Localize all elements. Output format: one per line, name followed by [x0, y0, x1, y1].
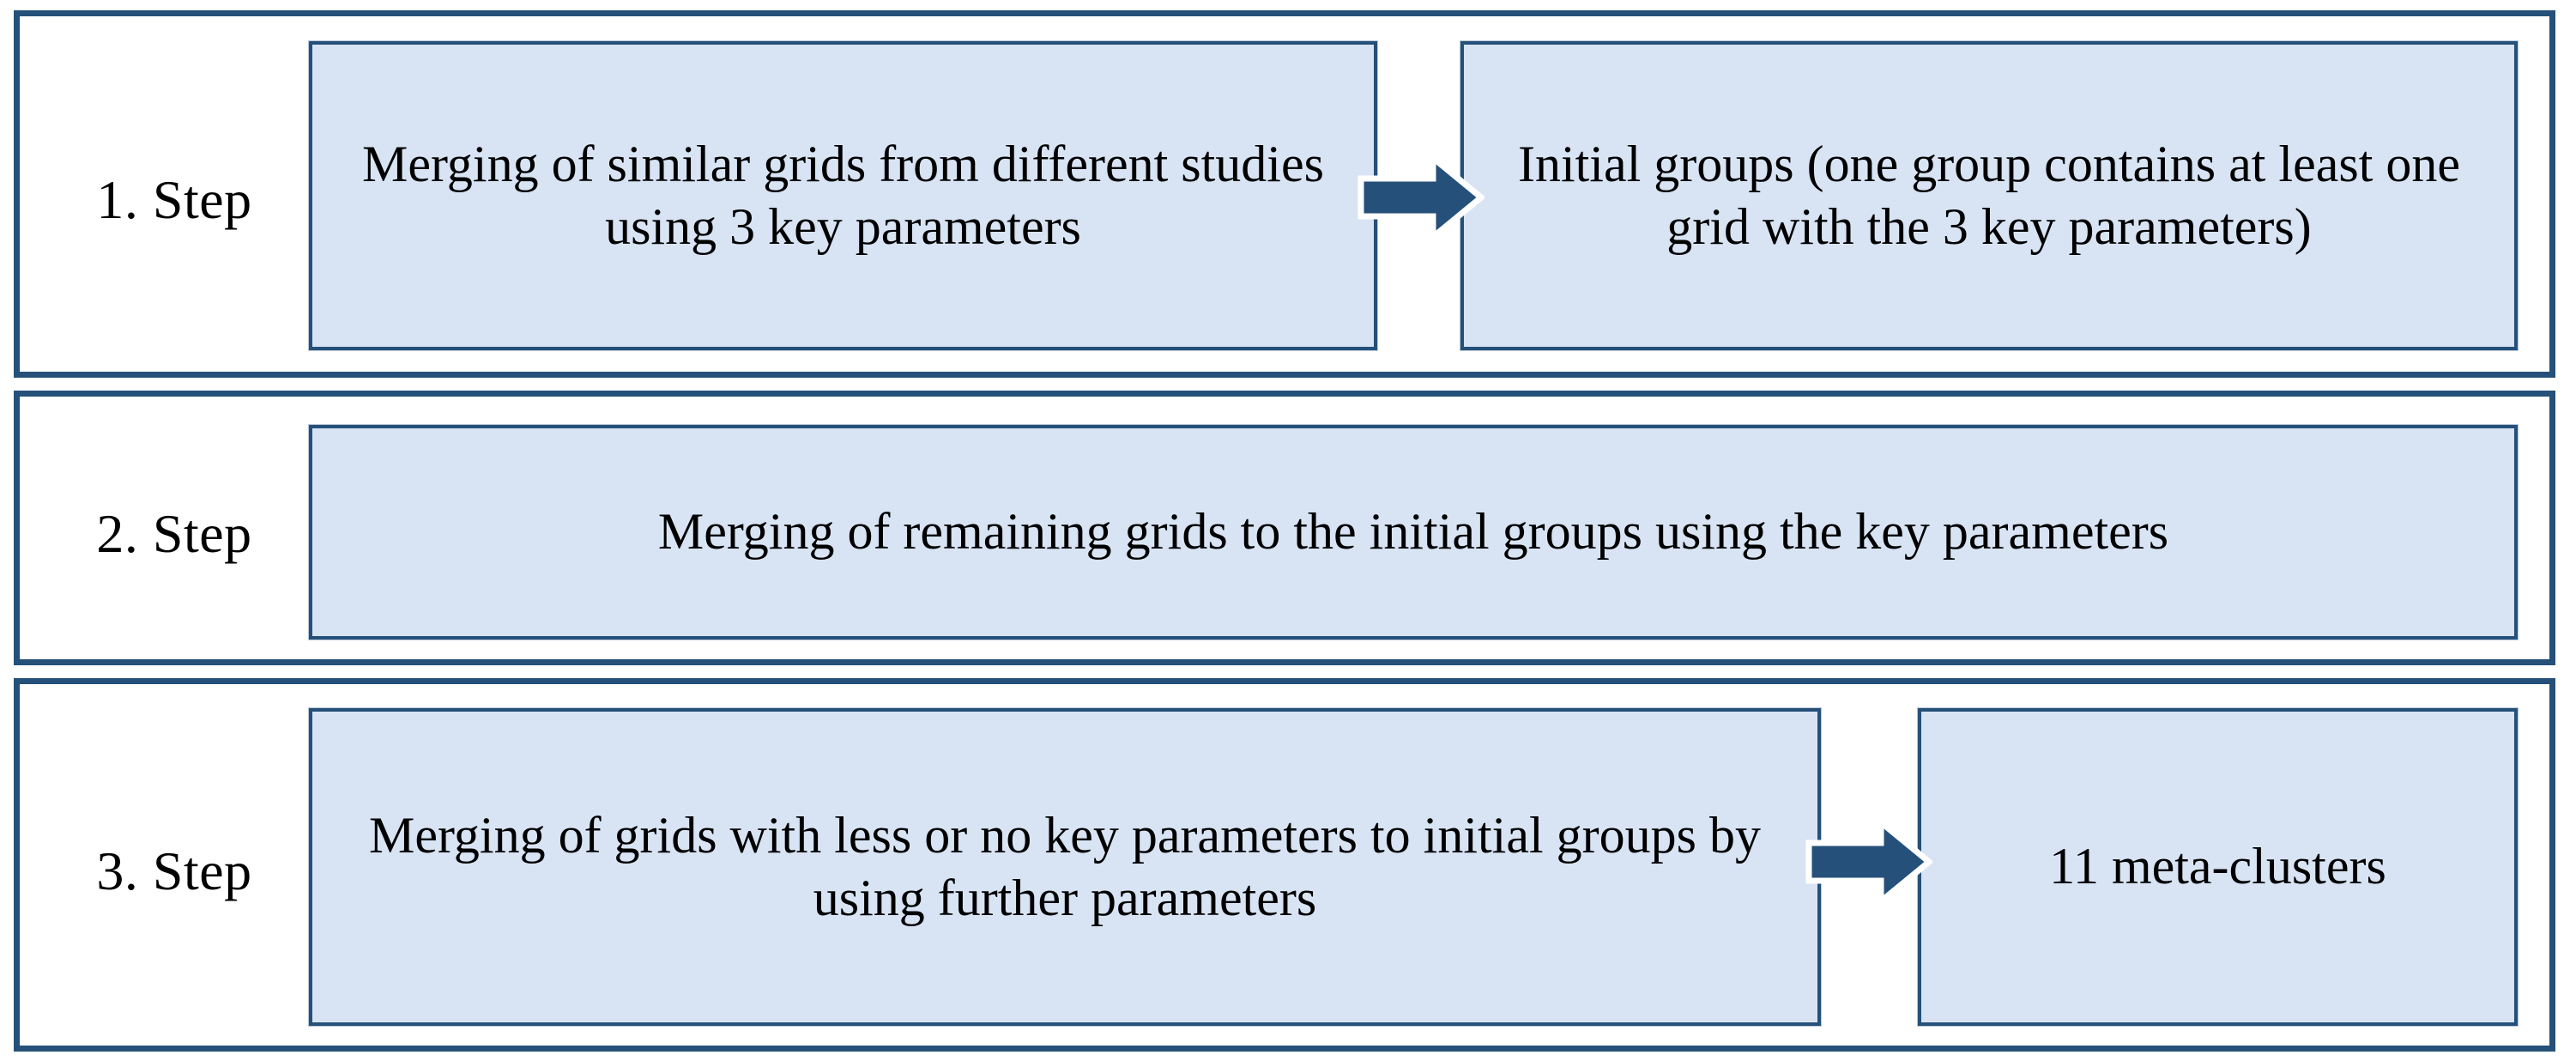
step-1-box-2-text: Initial groups (one group contains at le…: [1517, 135, 2461, 255]
step-1-box-initial-groups: Initial groups (one group contains at le…: [1460, 40, 2519, 351]
step-label-2: 2. Step: [96, 503, 252, 564]
step-label-1: 1. Step: [96, 169, 252, 230]
arrow-right-icon: [1805, 817, 1932, 906]
arrow-right-icon: [1358, 153, 1485, 242]
step-3-box-2-text: 11 meta-clusters: [2049, 838, 2386, 895]
step-3-box-merging-less-key-parameters: Merging of grids with less or no key par…: [308, 707, 1822, 1027]
step-1-box-1-text: Merging of similar grids from different …: [362, 135, 1324, 255]
step-3-box-1-text: Merging of grids with less or no key par…: [369, 806, 1761, 926]
step-2-box-merging-remaining-grids: Merging of remaining grids to the initia…: [308, 424, 2519, 640]
step-label-3: 3. Step: [96, 840, 252, 901]
step-2-box-1-text: Merging of remaining grids to the initia…: [657, 503, 2169, 561]
step-1-box-merging-similar-grids: Merging of similar grids from different …: [308, 40, 1378, 351]
step-3-box-meta-clusters-result: 11 meta-clusters: [1917, 707, 2519, 1027]
